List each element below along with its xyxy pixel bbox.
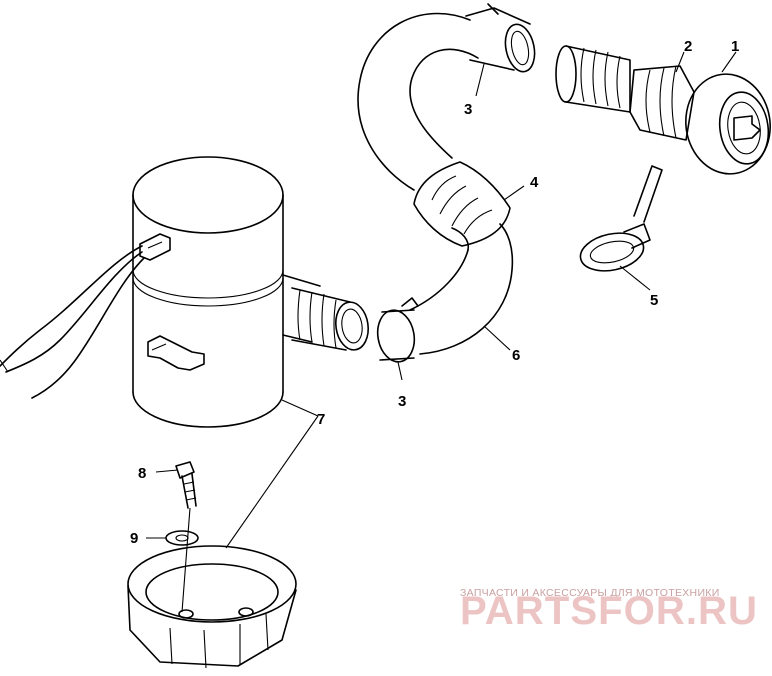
thru-hull-fitting bbox=[555, 45, 771, 175]
watermark-brand: PARTSFOR.RU bbox=[460, 589, 758, 633]
hose-clamp-lower bbox=[376, 297, 419, 363]
pump-wiring bbox=[0, 233, 171, 399]
callout-8: 8 bbox=[138, 465, 146, 482]
callout-5: 5 bbox=[650, 292, 658, 309]
upper-hose bbox=[357, 12, 479, 191]
callout-7: 7 bbox=[317, 411, 325, 428]
pump-outlet-nozzle bbox=[282, 274, 369, 351]
cable-tie bbox=[579, 165, 663, 272]
washer bbox=[165, 530, 199, 546]
leader-lines bbox=[146, 51, 737, 549]
watermark-tagline: ЗАПЧАСТИ И АКСЕССУАРЫ ДЛЯ МОТОТЕХНИКИ bbox=[460, 587, 720, 599]
callout-3-upper: 3 bbox=[464, 101, 472, 118]
callout-6: 6 bbox=[512, 347, 520, 364]
callout-1: 1 bbox=[731, 38, 739, 55]
hose-clamp-upper bbox=[465, 3, 536, 73]
callout-9: 9 bbox=[130, 530, 138, 547]
bilge-pump-body bbox=[132, 156, 284, 428]
hose-coupler bbox=[413, 161, 511, 247]
callout-3-lower: 3 bbox=[398, 393, 406, 410]
lower-hose bbox=[409, 223, 514, 355]
mounting-base bbox=[127, 545, 297, 669]
callout-2: 2 bbox=[684, 38, 692, 55]
mounting-bolt bbox=[175, 461, 197, 613]
callout-4: 4 bbox=[530, 174, 539, 191]
